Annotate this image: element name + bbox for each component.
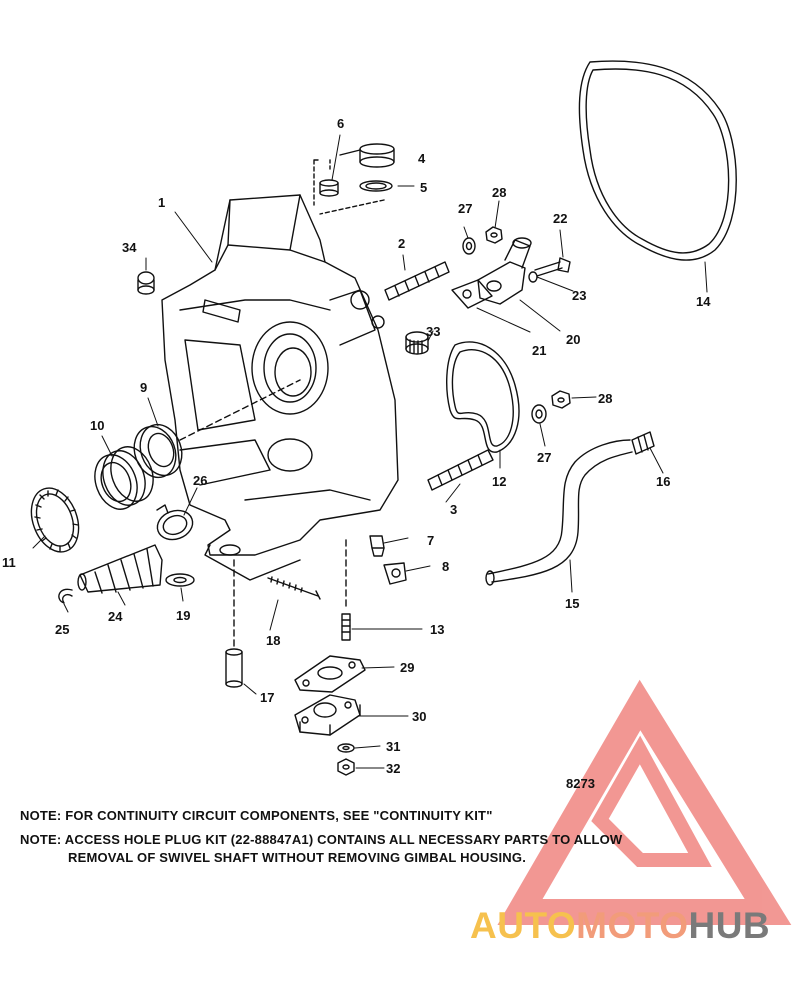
callout-28-mid: 28: [598, 391, 612, 406]
fitting-7: [369, 535, 385, 557]
callout-4: 4: [418, 151, 426, 166]
nut-28-mid: [551, 390, 571, 409]
callout-15: 15: [565, 596, 579, 611]
washer-19: [165, 573, 195, 587]
gasket-29: [294, 655, 366, 693]
watermark-part-auto: AUTO: [470, 905, 577, 946]
leader-lines: [32, 134, 708, 769]
callout-18: 18: [266, 633, 280, 648]
dash-5: [319, 199, 385, 215]
callout-28-top: 28: [492, 185, 506, 200]
bushing-4: [359, 143, 395, 168]
callout-33: 33: [426, 324, 440, 339]
callout-29: 29: [400, 660, 414, 675]
fitting-16: [631, 431, 655, 455]
hose-15: [485, 439, 633, 586]
pin-17: [225, 559, 243, 688]
callouts: 1 2 3 4 5 6 7 8 10 9 11 12 13 14 15 16 1…: [2, 116, 711, 776]
callout-27-mid: 27: [537, 450, 551, 465]
bushing-6: [313, 159, 339, 206]
watermark-logo: [497, 679, 792, 925]
drive-belt-14: [578, 60, 737, 261]
callout-11: 11: [2, 555, 16, 570]
callout-23: 23: [572, 288, 586, 303]
callout-21: 21: [532, 343, 546, 358]
clip-25: [58, 588, 73, 604]
callout-31: 31: [386, 739, 400, 754]
note-continuity: NOTE: FOR CONTINUITY CIRCUIT COMPONENTS,…: [20, 808, 493, 823]
plug-34: [137, 271, 155, 295]
callout-19: 19: [176, 608, 190, 623]
screw-18: [267, 576, 321, 600]
callout-20: 20: [566, 332, 580, 347]
callout-7: 7: [427, 533, 434, 548]
stud-2: [384, 261, 450, 301]
dash-axis: [179, 379, 301, 441]
bellows-24: [77, 544, 163, 594]
callout-16: 16: [656, 474, 670, 489]
watermark-part-hub: HUB: [688, 905, 771, 946]
callout-24: 24: [108, 609, 123, 624]
callout-32: 32: [386, 761, 400, 776]
watermark-part-moto: MOTO: [576, 905, 689, 946]
stud-13: [341, 539, 351, 641]
gimbal-housing: [161, 194, 399, 581]
callout-27-top: 27: [458, 201, 472, 216]
callout-30: 30: [412, 709, 426, 724]
callout-10: 10: [90, 418, 104, 433]
figure-number: 8273: [566, 776, 595, 791]
washer-27-mid: [531, 404, 547, 424]
callout-14: 14: [696, 294, 711, 309]
note-access-plug-continued: REMOVAL OF SWIVEL SHAFT WITHOUT REMOVING…: [68, 850, 527, 865]
fitting-8: [383, 562, 407, 585]
note-access-plug: NOTE: ACCESS HOLE PLUG KIT (22-88847A1) …: [20, 832, 623, 847]
callout-13: 13: [430, 622, 444, 637]
callout-25: 25: [55, 622, 69, 637]
clamp-26: [156, 504, 194, 541]
callout-6: 6: [337, 116, 344, 131]
stud-3: [427, 449, 494, 491]
gasket-12: [446, 341, 520, 453]
callout-8: 8: [442, 559, 449, 574]
callout-34: 34: [122, 240, 137, 255]
plug-33: [405, 331, 429, 355]
callout-2: 2: [398, 236, 405, 251]
seal-5: [359, 180, 393, 192]
callout-17: 17: [260, 690, 274, 705]
cover-30: [294, 694, 361, 736]
callout-22: 22: [553, 211, 567, 226]
bolt-22: [534, 257, 571, 277]
callout-26: 26: [193, 473, 207, 488]
nut-28-top: [485, 226, 503, 244]
watermark-wordmark: AUTOMOTOHUB: [470, 905, 770, 947]
callout-3: 3: [450, 502, 457, 517]
nut-32: [337, 758, 355, 776]
gear-ring-11: [30, 487, 80, 553]
washer-31: [337, 743, 355, 753]
callout-9: 9: [140, 380, 147, 395]
callout-12: 12: [492, 474, 506, 489]
callout-1: 1: [158, 195, 165, 210]
gasket-21: [451, 279, 493, 309]
bearing-10: [94, 446, 154, 510]
callout-5: 5: [420, 180, 427, 195]
washer-27-top: [462, 237, 476, 255]
washer-23: [528, 271, 538, 283]
leader-4: [339, 149, 361, 156]
water-fitting-20: [477, 237, 532, 305]
seal-9: [133, 423, 183, 479]
